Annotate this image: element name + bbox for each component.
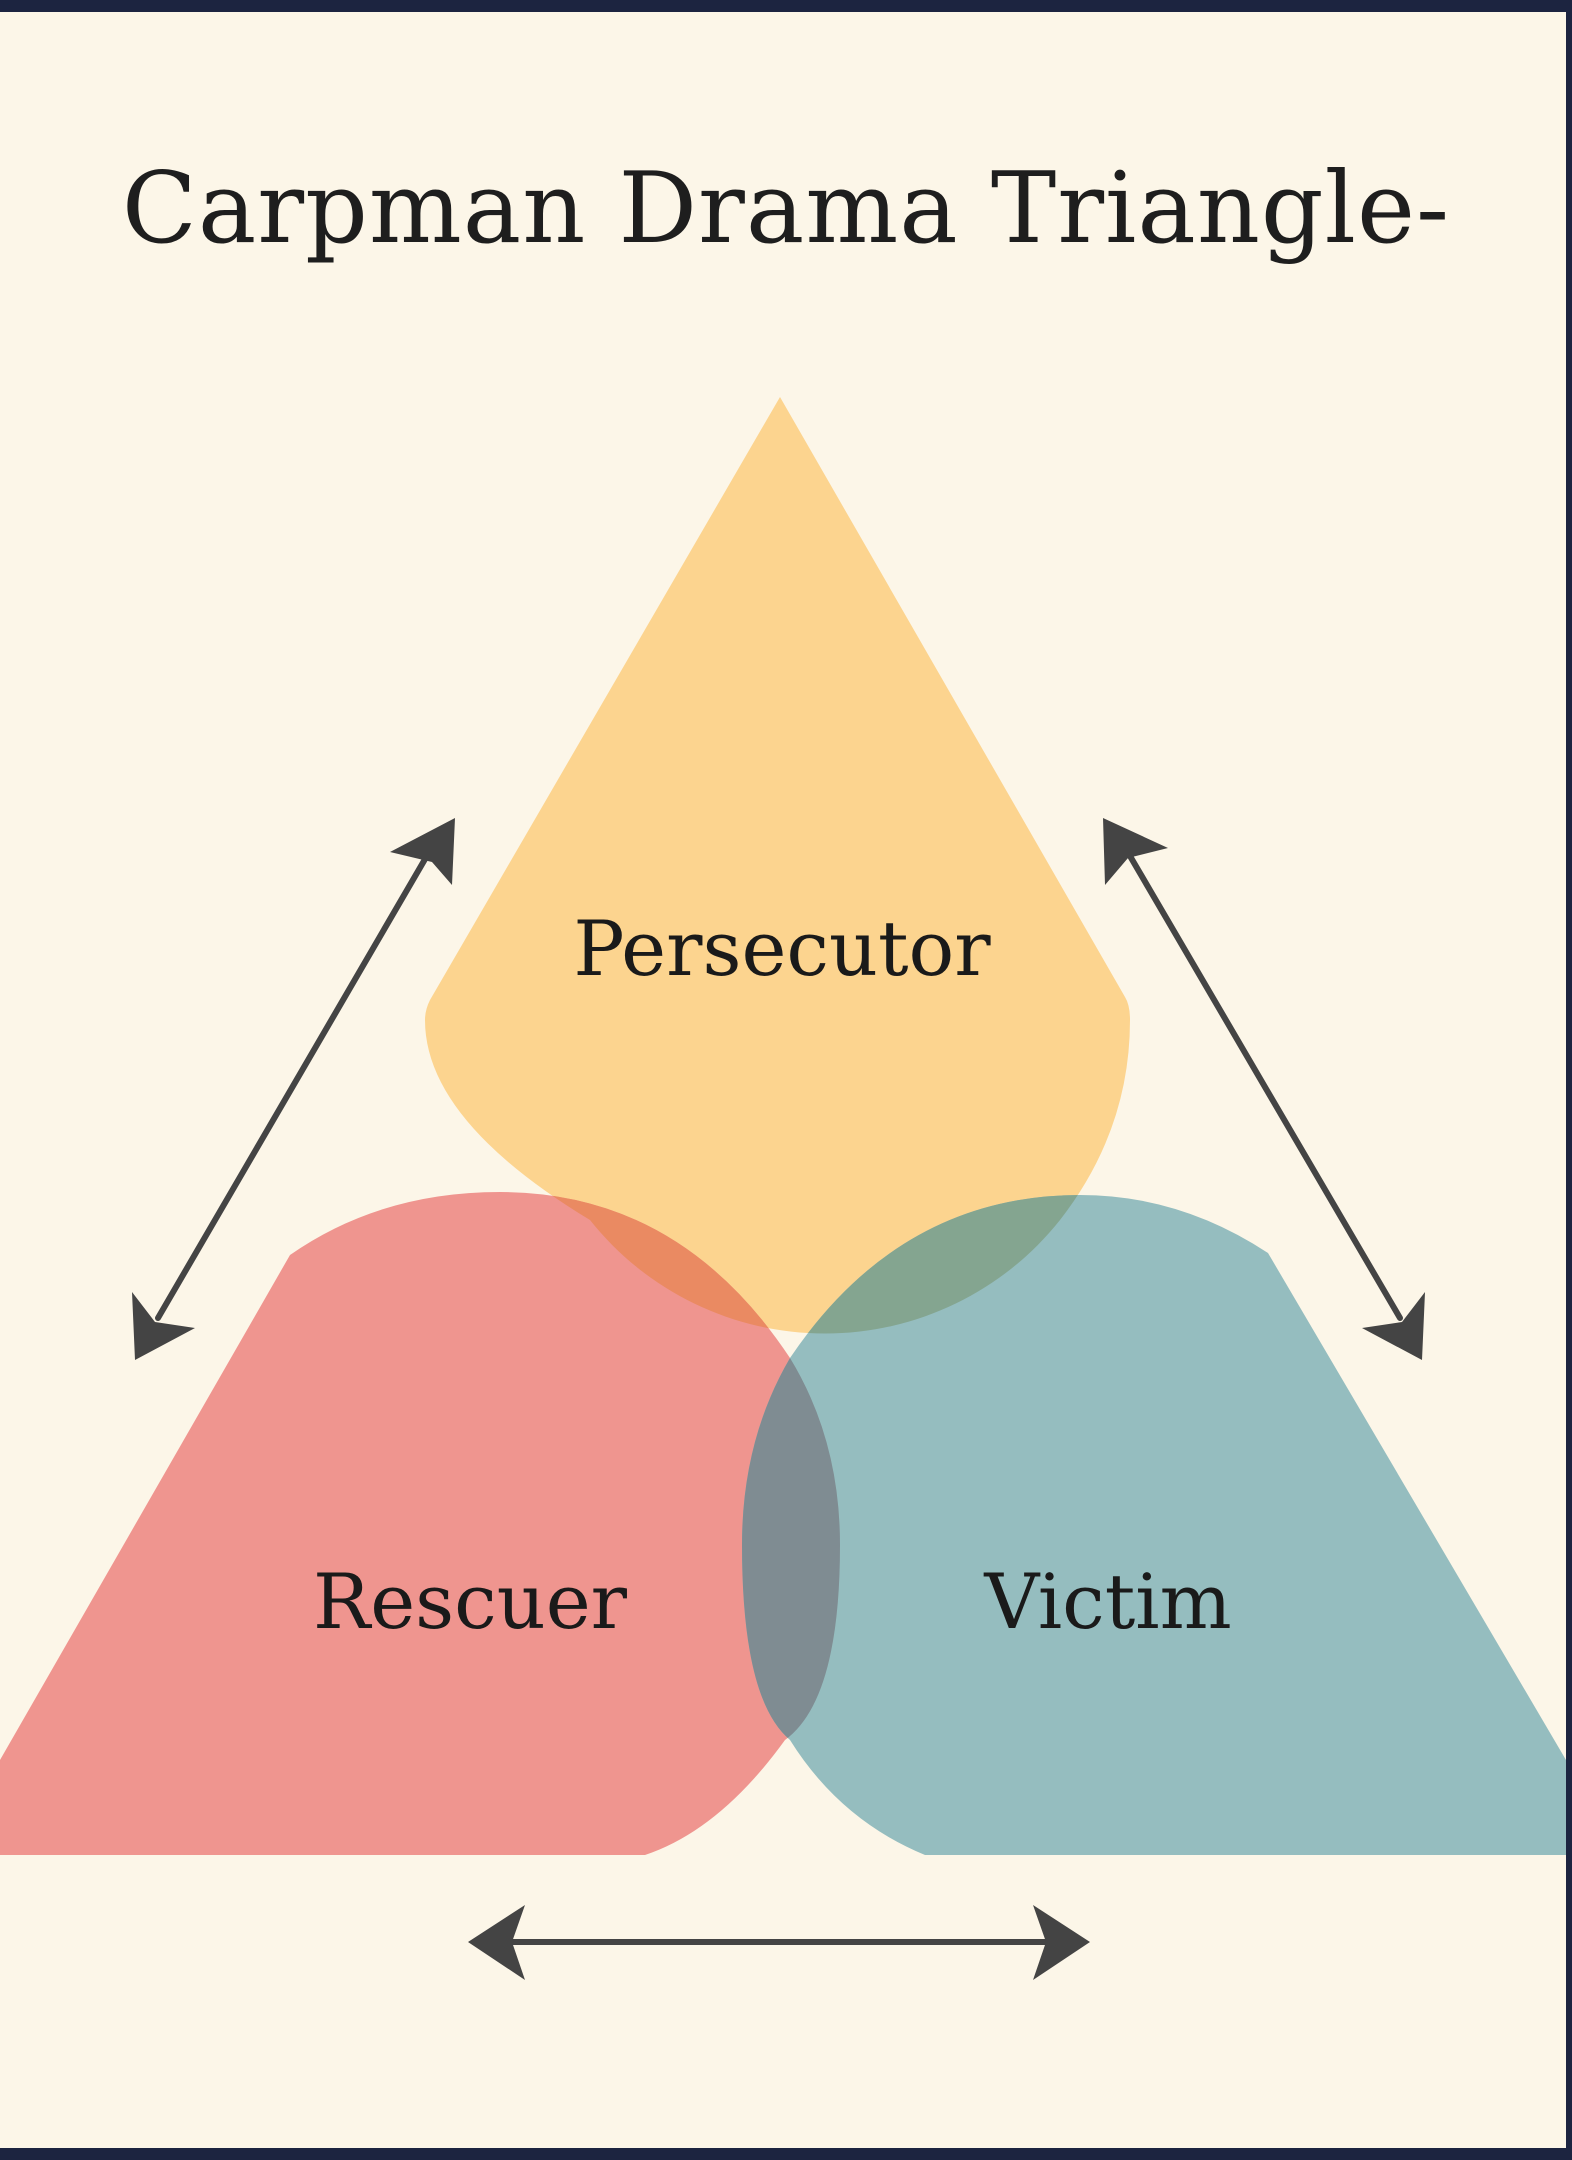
victim-region [742,1195,1566,1855]
arrowhead-bottom-right [1033,1905,1090,1980]
arrowhead-left-bottom [132,1292,195,1360]
role-label-rescuer: Rescuer [313,1557,628,1646]
diagram-title: Carpman Drama Triangle- [121,152,1451,266]
role-label-victim: Victim [983,1557,1231,1646]
rescuer-region [0,1192,840,1855]
role-label-persecutor: Persecutor [573,904,991,993]
arrowhead-right-top [1103,818,1168,885]
arrowhead-bottom-left [468,1905,525,1980]
arrowhead-right-bottom [1362,1292,1425,1360]
arrow-right-diagonal [1127,853,1403,1321]
persecutor-region [425,397,1130,1334]
arrowhead-left-top [390,818,455,885]
arrow-left-diagonal [155,851,431,1321]
